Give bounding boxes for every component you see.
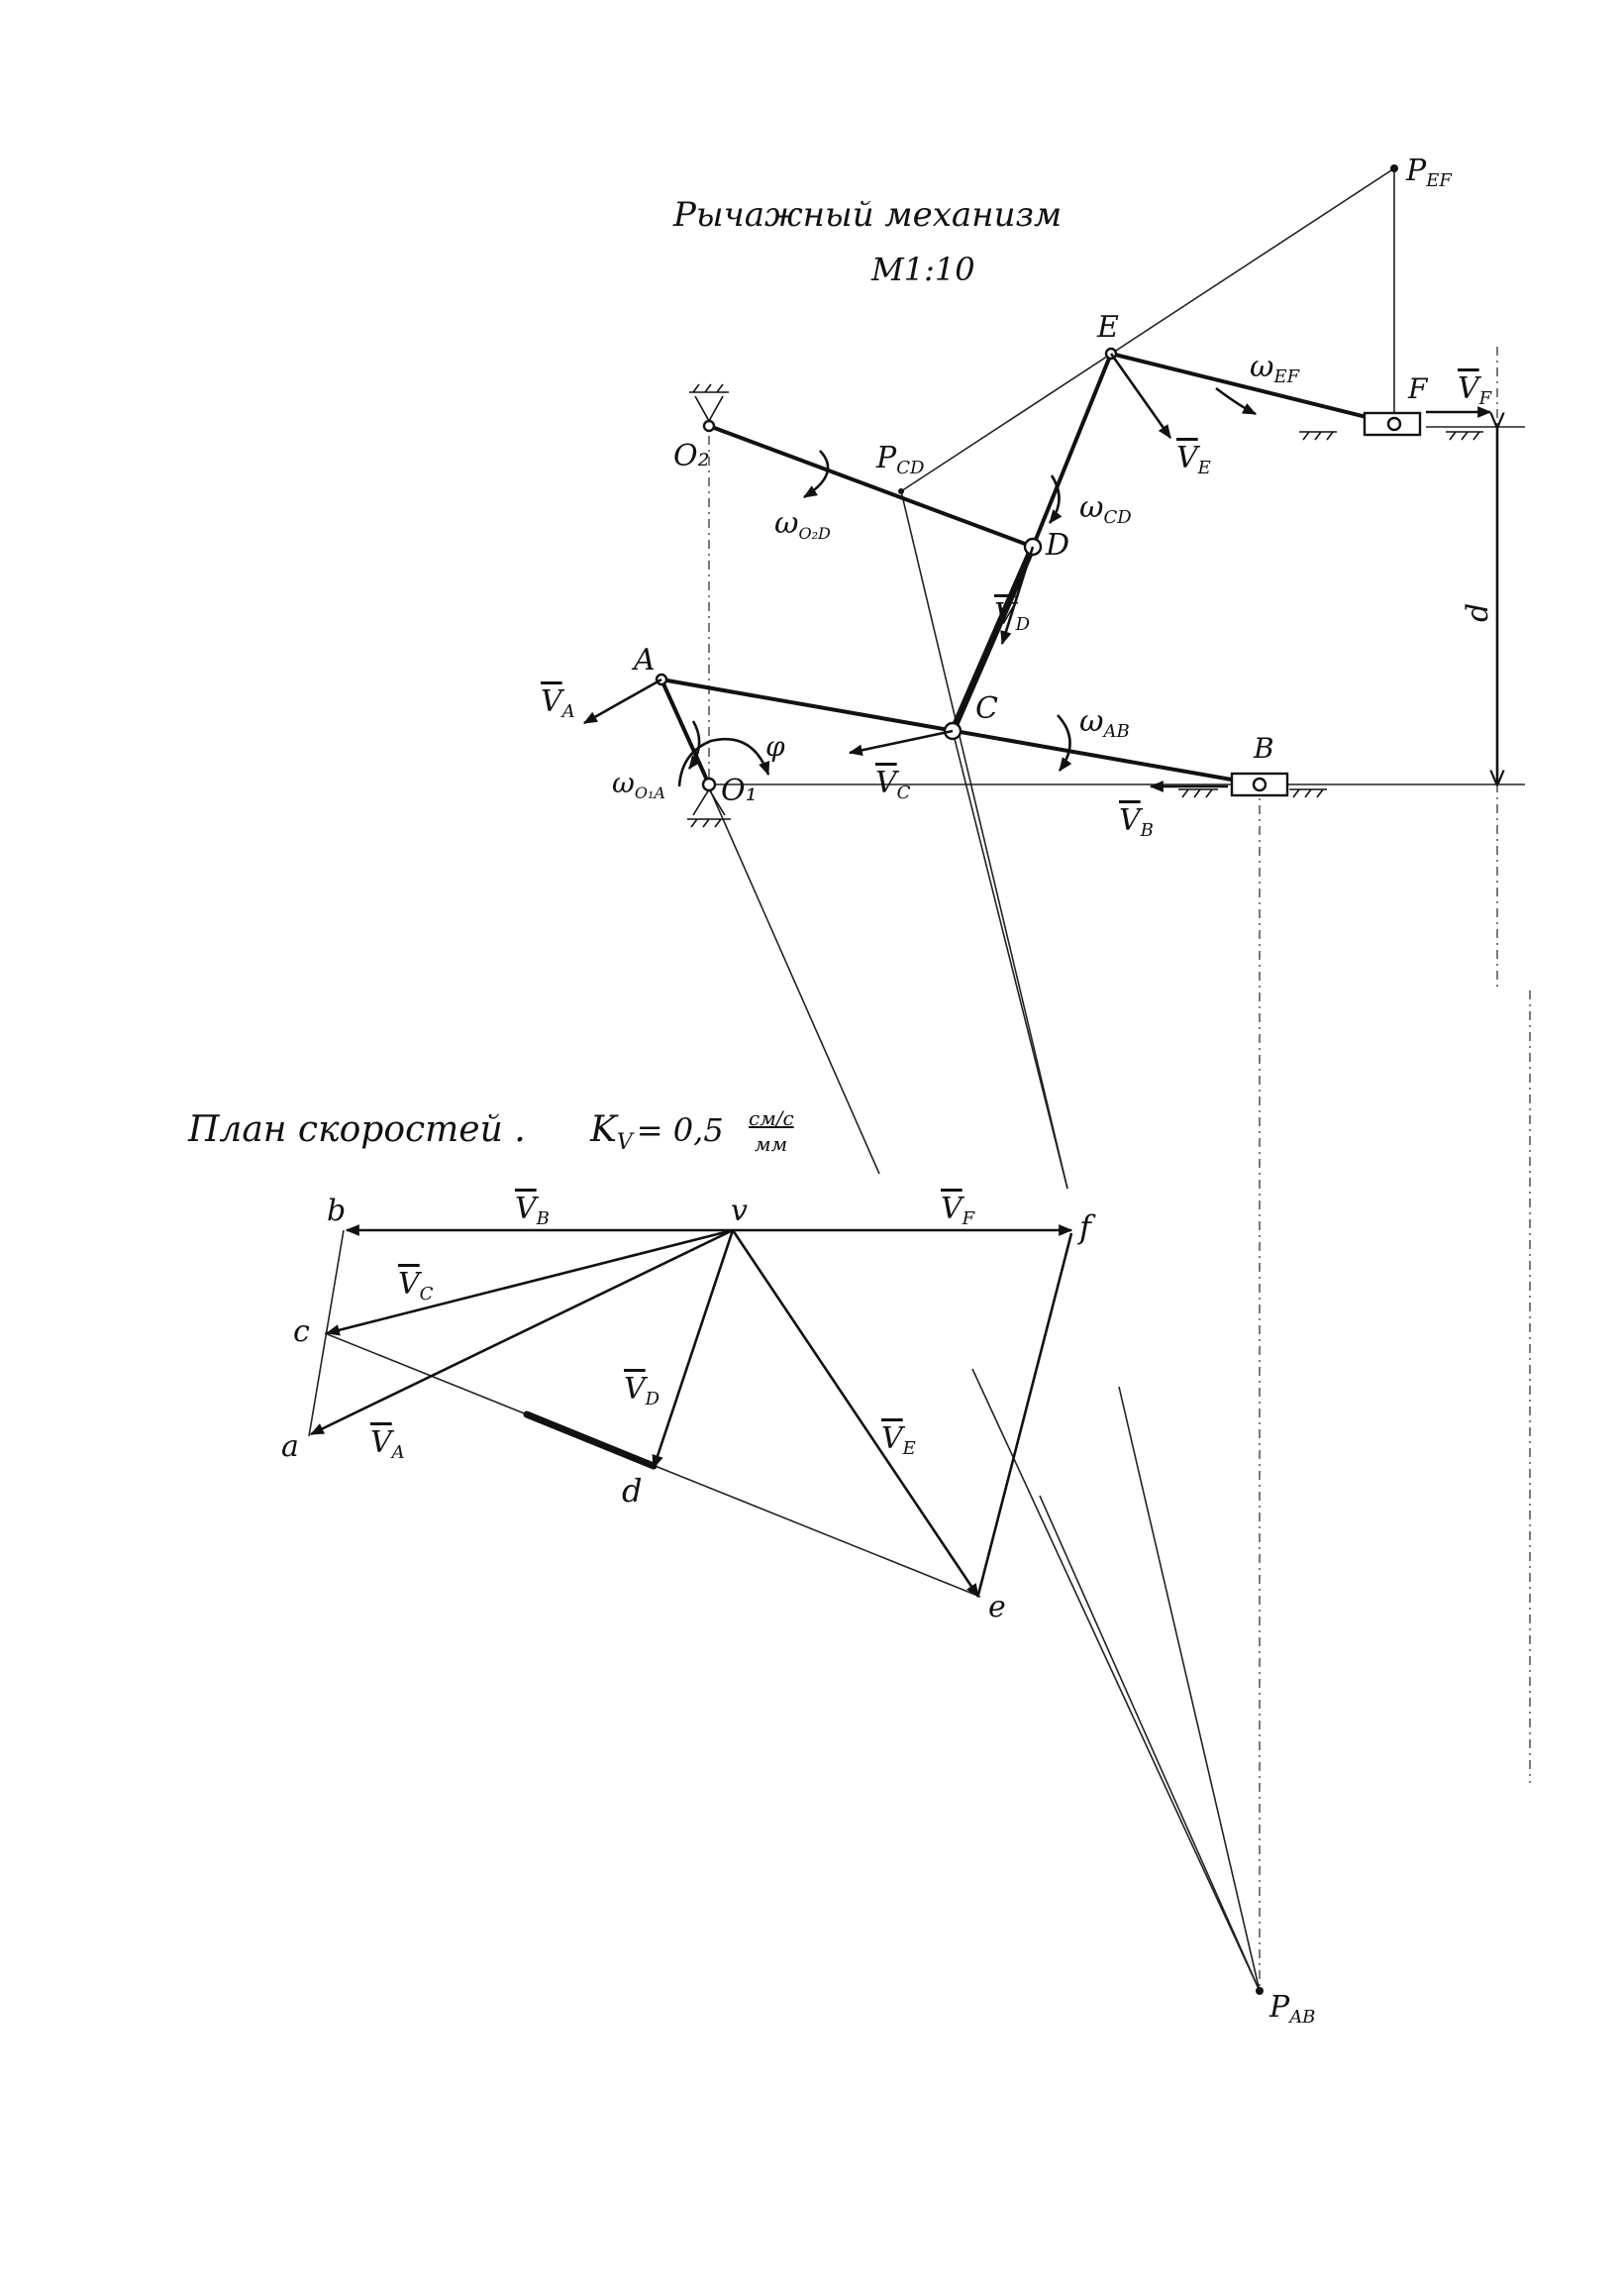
plan-vector-vc (325, 1228, 734, 1336)
point-pab (1256, 1987, 1264, 1995)
line-pab-2 (1039, 1495, 1261, 1992)
label-e: E (1096, 310, 1119, 345)
label-w-cd: ωCD (1079, 490, 1132, 528)
line-pab-1 (971, 1368, 1261, 1992)
mechanism-angular-labels: ωO₂D ωCD ωAB ωEF ωO₁A (612, 350, 1301, 802)
joint-f (1386, 416, 1402, 432)
line-pcd-down (900, 490, 1068, 1190)
plan-segment-cd (523, 1410, 658, 1470)
velocity-plan-coefficient: KV= 0,5 (589, 1109, 724, 1155)
mechanism-title: Рычажный механизм (672, 195, 1062, 235)
label-w-ef: ωEF (1250, 350, 1301, 387)
label-pef: PEF (1405, 154, 1453, 191)
arc-phi (677, 737, 770, 787)
label-vb: VB (1119, 803, 1154, 841)
plan-label-ve: VE (881, 1421, 916, 1459)
velocity-plan-unit-numerator: см/с (749, 1106, 794, 1130)
joint-o1 (701, 777, 717, 792)
arc-w-cd (1048, 474, 1063, 524)
plan-line-f-e (976, 1232, 1073, 1596)
plan-label-f: f (1077, 1208, 1096, 1246)
label-pcd: PCD (875, 441, 925, 478)
link-c-d (949, 543, 1037, 735)
velocity-plan-unit-denominator: мм (755, 1132, 787, 1156)
link-o2-d (707, 424, 1035, 549)
plan-label-b: b (327, 1194, 346, 1228)
ground-o2 (689, 383, 729, 423)
label-pab: PAB (1268, 1990, 1315, 2028)
link-o1-a (659, 678, 711, 786)
vector-va (582, 678, 662, 725)
dimension-d-label: d (1461, 603, 1495, 622)
label-va: VA (541, 684, 575, 722)
label-f: F (1407, 372, 1429, 405)
arc-w-o1a (687, 720, 702, 770)
line-pef-pcd (900, 167, 1395, 492)
arc-w-o2d (803, 450, 830, 499)
mechanism-point-labels: O₂ O₁ A B C D E F φ PEF PCD PAB (631, 154, 1453, 2028)
plan-label-c: c (293, 1314, 310, 1349)
velocity-plan: План скоростей . KV= 0,5 см/с мм b v f c… (187, 1106, 1096, 1624)
label-vd: VD (994, 597, 1031, 635)
construction-lines: d (708, 167, 1531, 1992)
mechanism-scale: М1:10 (870, 251, 975, 288)
label-vc: VC (875, 766, 911, 803)
vector-vd (1000, 546, 1035, 646)
plan-vector-ve (731, 1229, 980, 1598)
plan-label-vb: VB (515, 1192, 550, 1229)
label-d: D (1045, 528, 1069, 563)
velocity-plan-title: План скоростей . (187, 1109, 526, 1150)
link-e-f (1109, 352, 1396, 426)
arc-w-ef (1215, 386, 1258, 416)
label-w-ab: ωAB (1079, 704, 1130, 742)
plan-label-vd: VD (624, 1372, 660, 1409)
line-c-down (952, 730, 1068, 1190)
angular-velocity-arcs (677, 386, 1258, 787)
plan-label-vf: VF (941, 1192, 976, 1229)
ground-supports (687, 383, 1483, 828)
label-o1: O₁ (721, 774, 758, 808)
joint-o2 (702, 419, 716, 433)
plan-label-vc: VC (398, 1267, 434, 1305)
arc-w-ab (1057, 714, 1072, 772)
mechanism-velocity-vectors (582, 353, 1492, 792)
line-pab-3 (1118, 1386, 1261, 1992)
line-o1-down (708, 786, 880, 1175)
vector-ve (1109, 353, 1172, 439)
label-c: C (975, 691, 998, 726)
label-w-o2d: ωO₂D (774, 506, 831, 543)
plan-label-e: e (988, 1590, 1006, 1624)
label-ve: VE (1176, 441, 1211, 478)
joint-b (1252, 777, 1267, 792)
label-vf: VF (1458, 371, 1493, 409)
label-b: B (1253, 732, 1274, 765)
ground-b (1178, 788, 1327, 798)
label-phi: φ (765, 730, 785, 763)
link-d-e (1031, 352, 1113, 549)
label-o2: O₂ (673, 439, 710, 473)
point-pcd (898, 488, 904, 494)
mechanism-velocity-labels: VA VC VD VE VF VB (541, 371, 1493, 841)
label-a: A (631, 643, 656, 678)
ground-f (1299, 431, 1483, 441)
plan-label-va: VA (370, 1425, 405, 1463)
label-w-o1a: ωO₁A (612, 767, 665, 802)
plan-label-d: d (622, 1472, 642, 1510)
plan-label-v: v (731, 1194, 748, 1228)
plan-vector-va (309, 1228, 734, 1436)
plan-label-a: a (281, 1429, 299, 1464)
point-pef (1390, 164, 1398, 172)
vector-vc (848, 729, 954, 757)
plan-vector-vd (652, 1229, 735, 1470)
links (659, 352, 1396, 786)
mechanism-diagram: Рычажный механизм М1:10 d (541, 154, 1531, 2028)
